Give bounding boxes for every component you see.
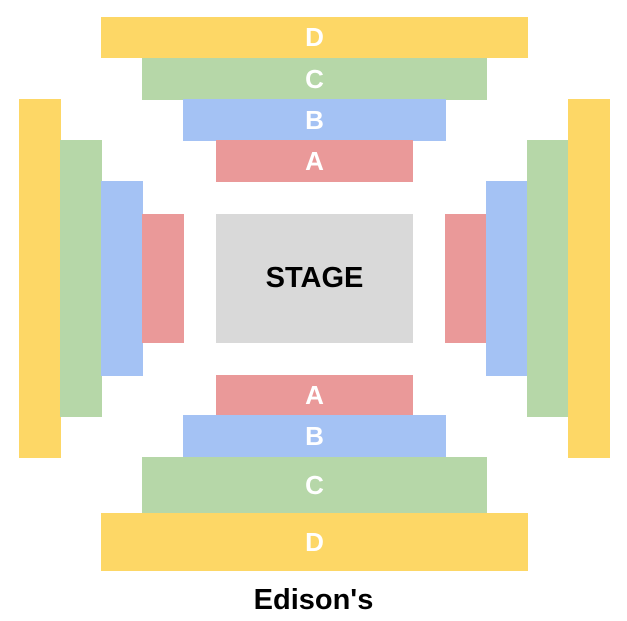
section-d-bottom[interactable]: D: [101, 513, 528, 571]
section-a-bottom[interactable]: A: [216, 375, 413, 416]
venue-title: Edison's: [253, 584, 374, 616]
stage: STAGE: [216, 214, 413, 343]
section-b-left[interactable]: [101, 181, 143, 376]
section-a-right[interactable]: [445, 214, 487, 343]
section-a-left[interactable]: [142, 214, 184, 343]
section-b-bottom[interactable]: B: [183, 415, 446, 458]
section-a-top[interactable]: A: [216, 140, 413, 182]
section-b-top[interactable]: B: [183, 99, 446, 141]
section-c-bottom[interactable]: C: [142, 457, 487, 514]
section-c-right[interactable]: [527, 140, 569, 417]
section-c-top[interactable]: C: [142, 58, 487, 100]
section-d-left[interactable]: [19, 99, 61, 458]
section-d-top[interactable]: D: [101, 17, 528, 58]
section-c-left[interactable]: [60, 140, 102, 417]
section-d-right[interactable]: [568, 99, 610, 458]
section-b-right[interactable]: [486, 181, 528, 376]
